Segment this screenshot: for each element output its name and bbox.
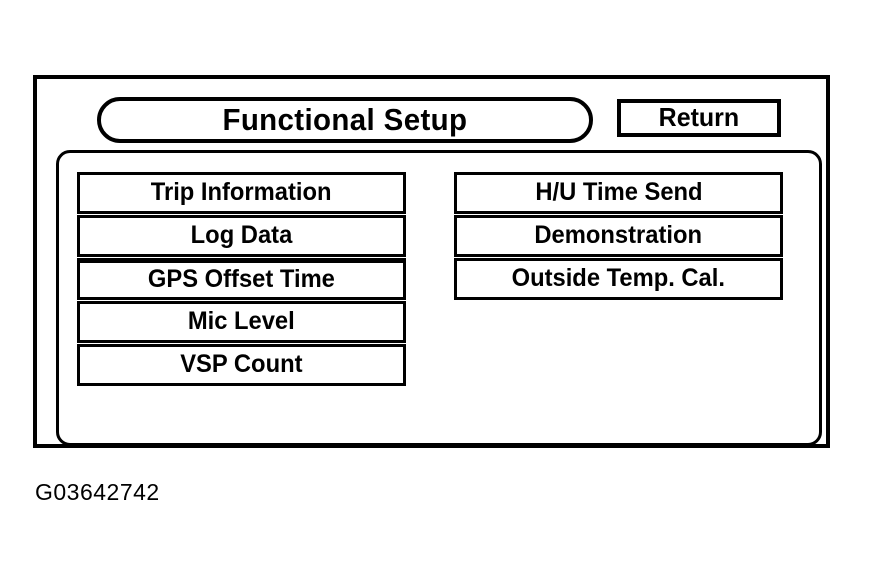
figure-caption: G03642742 — [35, 479, 160, 505]
menu-item-label: Outside Temp. Cal. — [511, 263, 726, 292]
menu-item-label: Mic Level — [188, 306, 295, 335]
menu-column-left: Trip Information Log Data GPS Offset Tim… — [77, 172, 406, 386]
menu-item-label: Log Data — [190, 220, 293, 249]
return-button-label: Return — [658, 102, 740, 132]
menu-item-gps-offset-time[interactable]: GPS Offset Time — [77, 258, 406, 300]
page-title: Functional Setup — [222, 101, 468, 137]
menu-item-hu-time-send[interactable]: H/U Time Send — [454, 172, 783, 214]
menu-panel: Trip Information Log Data GPS Offset Tim… — [56, 150, 822, 446]
menu-item-label: VSP Count — [180, 349, 303, 378]
menu-item-vsp-count[interactable]: VSP Count — [77, 344, 406, 386]
return-button[interactable]: Return — [617, 99, 781, 137]
menu-item-demonstration[interactable]: Demonstration — [454, 215, 783, 257]
menu-item-outside-temp-cal[interactable]: Outside Temp. Cal. — [454, 258, 783, 300]
menu-item-label: Trip Information — [151, 177, 332, 206]
menu-item-mic-level[interactable]: Mic Level — [77, 301, 406, 343]
menu-column-right: H/U Time Send Demonstration Outside Temp… — [454, 172, 783, 300]
menu-item-label: H/U Time Send — [534, 177, 703, 206]
menu-item-log-data[interactable]: Log Data — [77, 215, 406, 257]
device-screen-frame: Functional Setup Return Trip Information… — [33, 75, 830, 448]
menu-item-label: Demonstration — [534, 220, 703, 249]
menu-item-trip-information[interactable]: Trip Information — [77, 172, 406, 214]
menu-item-label: GPS Offset Time — [147, 264, 335, 293]
page-title-capsule: Functional Setup — [97, 97, 593, 143]
